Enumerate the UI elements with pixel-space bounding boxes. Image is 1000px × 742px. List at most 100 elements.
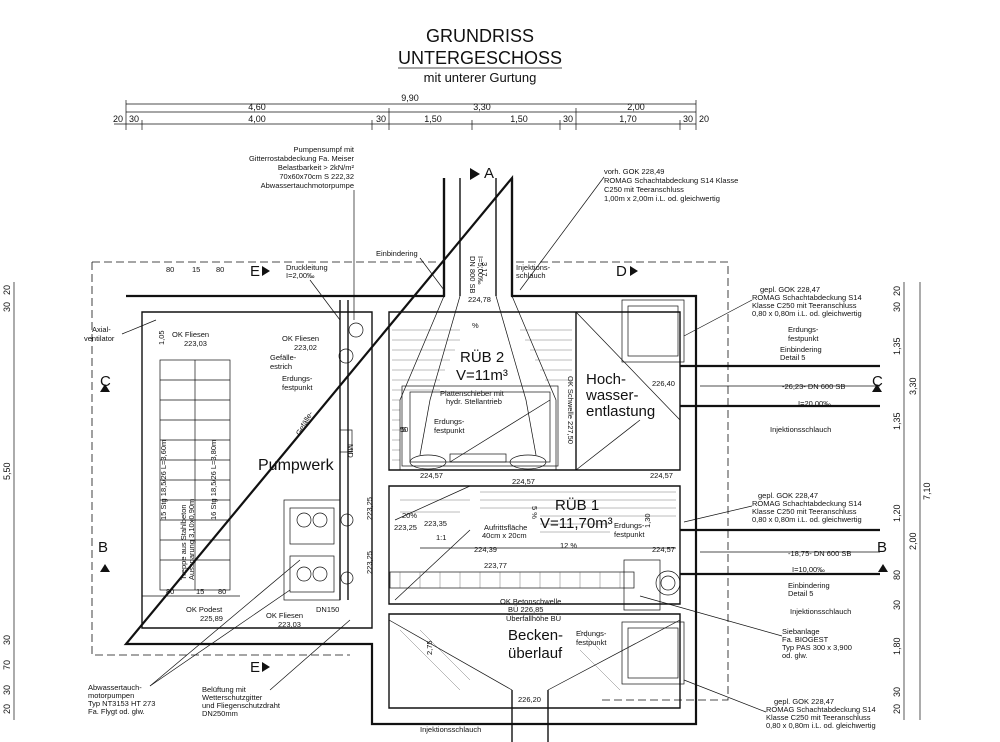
svg-text:Wetterschutzgitter: Wetterschutzgitter [202,693,263,702]
right-dim-8: 2,00 [908,532,918,550]
svg-text:motorpumpen: motorpumpen [88,691,134,700]
right-dim-10: 30 [892,600,902,610]
note-okf1-2: 223,03 [184,339,207,348]
svg-text:Fa. BIOGEST: Fa. BIOGEST [782,635,829,644]
note-okf3-2: 223,03 [278,620,301,629]
dim-row2-5: 1,50 [424,114,442,124]
dim-row1-1: 4,60 [248,102,266,112]
note-treppe-1: Treppe aus Stahlbeton [179,504,188,580]
right-dim-7: 1,20 [892,504,902,522]
floor-hatching [392,329,676,691]
room-pumpwerk: Pumpwerk [258,457,335,474]
dim-row2-9: 30 [683,114,693,124]
right-dim-9: 80 [892,570,902,580]
svg-text:223,77: 223,77 [484,561,507,570]
note-axial-1: Axial- [92,325,111,334]
svg-text:od. glw.: od. glw. [782,651,807,660]
svg-text:224,78: 224,78 [468,295,491,304]
svg-text:Fa. Flygt od. glw.: Fa. Flygt od. glw. [88,707,145,716]
svg-text:2,75: 2,75 [425,640,434,655]
note-auftritt-2: 40cm x 20cm [482,531,527,540]
svg-text:226,20: 226,20 [518,695,541,704]
room-hochwasser-2: wasser- [585,387,639,404]
svg-text:224,57: 224,57 [652,545,675,554]
note-erdung-rueb2-2: festpunkt [434,426,465,435]
screen-grating [389,571,635,589]
svg-text:1,00m x 2,00m i.L. od. gleichw: 1,00m x 2,00m i.L. od. gleichwertig [604,194,720,203]
right-dim-1: 20 [892,286,902,296]
note-okf2-1: OK Fliesen [282,334,319,343]
stairs [142,359,240,597]
svg-text:%: % [472,321,479,330]
svg-text:Klasse C250 mit Teeranschluss: Klasse C250 mit Teeranschluss [766,713,871,722]
svg-text:20%: 20% [402,511,417,520]
dim-row2-3: 4,00 [248,114,266,124]
top-dimension-chain: 9,90 4,60 3,30 2,00 20 30 4,00 30 1,50 1… [113,93,709,130]
svg-text:80: 80 [216,265,224,274]
svg-text:gepl. GOK 228,47: gepl. GOK 228,47 [758,491,818,500]
svg-text:224,39: 224,39 [474,545,497,554]
note-pumpensumpf: Pumpensumpf mit Gitterrostabdeckung Fa. … [249,145,355,320]
svg-text:vorh. GOK 228,49: vorh. GOK 228,49 [604,167,664,176]
room-becken-1: Becken- [508,627,563,644]
note-pipe-c-2: I=20,00‰ [798,399,831,408]
note-erdung-becken-2: festpunkt [576,638,607,647]
note-belueftung: Belüftung mit Wetterschutzgitter und Fli… [202,619,351,718]
title-line3: mit unterer Gurtung [424,70,537,85]
note-treppe-2: Aussparung 3,10x0,90m [187,499,196,580]
left-dim-2: 20 [2,285,12,295]
pump-units: MID [283,300,364,601]
inlet-pipe-top [442,178,514,296]
slope-marks: % 5 % 20% 12 % 1:1 5 50 80 15 80 80 15 8… [157,265,652,655]
note-plattenschieber-1: Plattenschieber mit [440,389,505,398]
left-dim-7: 20 [2,704,12,714]
note-okpodest-1: OK Podest [186,605,223,614]
note-gepl-gok-3: gepl. GOK 228,47 ROMAG Schachtabdeckung … [683,679,876,730]
svg-text:Gitterrostabdeckung Fa. Meiser: Gitterrostabdeckung Fa. Meiser [249,154,355,163]
svg-text:Pumpensumpf mit: Pumpensumpf mit [294,145,355,154]
valves-rueb2 [409,453,547,470]
svg-text:12 %: 12 % [560,541,577,550]
svg-text:224,57: 224,57 [650,471,673,480]
svg-text:gepl. GOK 228,47: gepl. GOK 228,47 [760,285,820,294]
note-pipe-c-1: -26,23- DN 600 SB [782,382,845,391]
section-b-left: B [98,539,108,556]
note-vorh-gok: vorh. GOK 228,49 ROMAG Schachtabdeckung … [519,167,738,291]
section-b-right: B [877,539,887,556]
section-d: D [616,263,627,280]
note-dn800-2: I=5,00‰ [476,256,485,285]
svg-text:1,05: 1,05 [157,330,166,345]
room-becken-2: überlauf [508,645,563,662]
hopper-lines-lower [388,485,681,691]
svg-text:80: 80 [218,587,226,596]
right-dim-4: 3,30 [908,377,918,395]
note-einb-detail2-2: Detail 5 [788,589,813,598]
svg-text:1,30: 1,30 [643,513,652,528]
note-erdung-r1-2: festpunkt [788,334,819,343]
dim-row2-2: 30 [129,114,139,124]
svg-text:226,40: 226,40 [652,379,675,388]
svg-text:15: 15 [196,587,204,596]
svg-text:1:1: 1:1 [436,533,446,542]
site-outline [91,261,729,701]
note-erdung-1: Erdungs- [282,374,313,383]
note-injektionsschlauch-r1: Injektionsschlauch [770,425,831,434]
right-dim-13: 20 [892,704,902,714]
note-plattenschieber-2: hydr. Stellantrieb [446,397,502,406]
svg-text:70x60x70cm S 222,32: 70x60x70cm S 222,32 [279,172,354,181]
svg-text:223,35: 223,35 [424,519,447,528]
left-dim-6: 30 [2,685,12,695]
note-einb-detail1-2: Detail 5 [780,353,805,362]
note-einb-detail2-1: Einbindering [788,581,830,590]
dim-row2-10: 20 [699,114,709,124]
note-erdung-rueb2-1: Erdungs- [434,417,465,426]
note-druckleitung-1: Druckleitung [286,263,328,272]
left-dim-1: 30 [2,302,12,312]
note-erdung-r1-1: Erdungs- [788,325,819,334]
right-dim-3: 1,35 [892,337,902,355]
dim-total: 9,90 [401,93,419,103]
svg-text:223,25: 223,25 [394,523,417,532]
dim-row2-4: 30 [376,114,386,124]
svg-text:223,25: 223,25 [365,551,374,574]
